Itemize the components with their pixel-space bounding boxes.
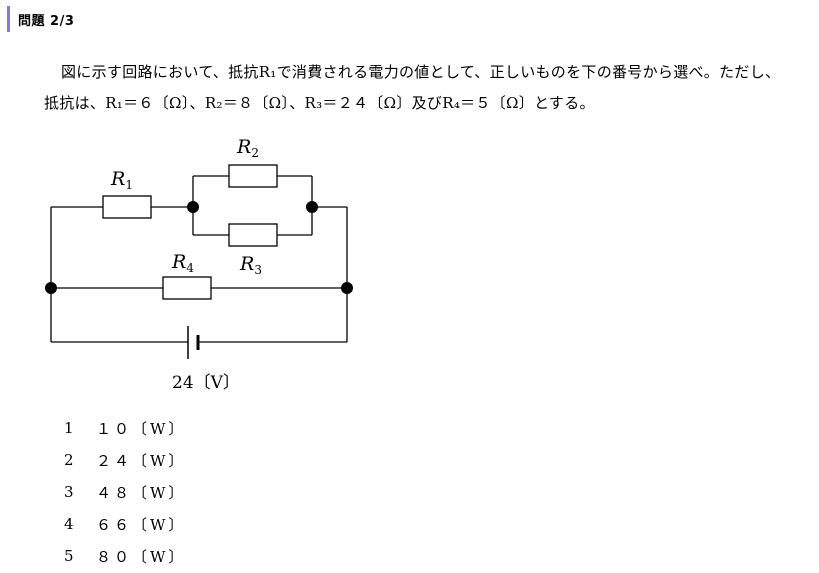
junction-node — [306, 201, 318, 213]
junction-node — [341, 282, 353, 294]
option-number: 2 — [64, 451, 74, 469]
answer-options: 1 １０〔W〕 2 ２４〔W〕 3 ４８〔W〕 4 ６６〔W〕 5 ８０〔W〕 — [64, 412, 186, 572]
question-text: 図に示す回路において、抵抗R₁で消費される電力の値として、正しいものを下の番号か… — [44, 57, 814, 119]
label-r1: R1 — [110, 168, 133, 192]
resistor-r2 — [228, 164, 278, 188]
battery-voltage-label: 24〔V〕 — [172, 373, 240, 393]
label-r2: R2 — [236, 136, 259, 160]
question-number: 問題 2/3 — [18, 13, 75, 29]
label-r3: R3 — [239, 253, 262, 277]
option-number: 4 — [64, 515, 74, 533]
option-text: ２４〔W〕 — [96, 451, 187, 470]
question-header: 問題 2/3 — [7, 6, 74, 32]
option-5[interactable]: 5 ８０〔W〕 — [64, 540, 186, 572]
option-4[interactable]: 4 ６６〔W〕 — [64, 508, 186, 540]
option-number: 1 — [64, 419, 74, 437]
junction-node — [187, 201, 199, 213]
option-2[interactable]: 2 ２４〔W〕 — [64, 444, 186, 476]
question-line-1: 図に示す回路において、抵抗R₁で消費される電力の値として、正しいものを下の番号か… — [61, 63, 781, 81]
option-text: ４８〔W〕 — [96, 483, 187, 502]
question-line-2: 抵抗は、R₁＝６〔Ω〕、R₂＝８〔Ω〕、R₃＝２４〔Ω〕及びR₄＝５〔Ω〕とする… — [44, 94, 595, 112]
resistor-r1 — [102, 195, 152, 219]
option-text: ６６〔W〕 — [96, 515, 187, 534]
option-number: 3 — [64, 483, 74, 501]
option-number: 5 — [64, 547, 74, 565]
junction-node — [45, 282, 57, 294]
label-r4: R4 — [171, 251, 194, 275]
option-3[interactable]: 3 ４８〔W〕 — [64, 476, 186, 508]
resistor-r3 — [228, 223, 278, 247]
option-text: １０〔W〕 — [96, 419, 187, 438]
option-1[interactable]: 1 １０〔W〕 — [64, 412, 186, 444]
resistor-r4 — [162, 276, 212, 300]
option-text: ８０〔W〕 — [96, 547, 187, 566]
